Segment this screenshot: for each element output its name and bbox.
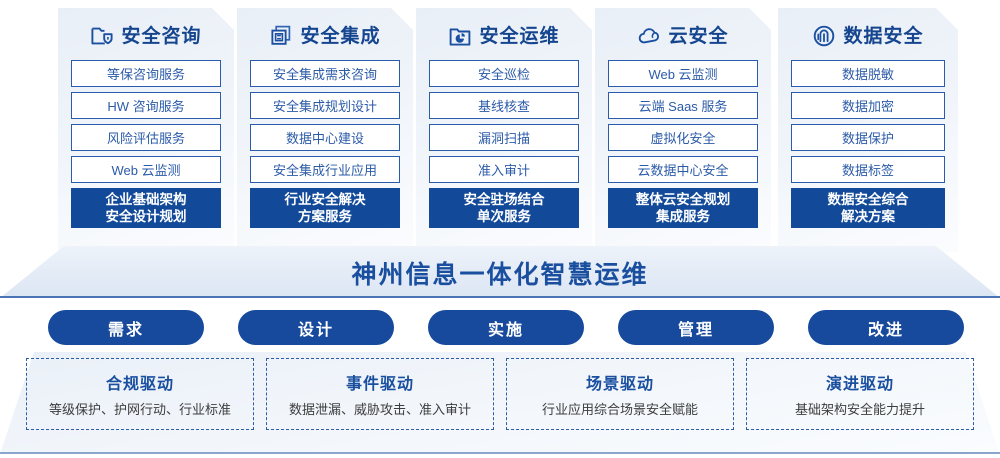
pillar-highlight[interactable]: 安全驻场结合 单次服务 [429,188,579,228]
phase-pill-row: 需求 设计 实施 管理 改进 [0,310,1000,346]
platform-banner [0,246,1000,298]
driver-description: 基础架构安全能力提升 [794,402,925,417]
pillar-highlight-line1: 行业安全解决 [284,192,366,207]
pillar-column-security-operations: 安全运维 安全巡检 基线核查 漏洞扫描 准入审计 安全驻场结合 单次服务 [416,8,592,252]
pillar-item[interactable]: Web 云监测 [608,60,758,87]
driver-row: 合规驱动 等级保护、护网行动、行业标准 事件驱动 数据泄漏、威胁攻击、准入审计 … [0,358,1000,446]
pillar-highlight-line1: 整体云安全规划 [635,192,731,207]
driver-card-evolution[interactable]: 演进驱动 基础架构安全能力提升 [746,358,974,430]
pillar-column-data-security: 数据安全 数据脱敏 数据加密 数据保护 数据标签 数据安全综合 解决方案 [778,8,958,252]
pillar-item[interactable]: 云数据中心安全 [608,156,758,183]
pillar-header: 安全运维 [416,12,592,60]
pillar-highlight-line2: 集成服务 [656,209,710,224]
driver-card-compliance[interactable]: 合规驱动 等级保护、护网行动、行业标准 [26,358,254,430]
driver-base-panel [0,352,1000,454]
pillar-item-list: 安全集成需求咨询 安全集成规划设计 数据中心建设 安全集成行业应用 行业安全解决… [237,60,413,228]
pillar-highlight-line1: 数据安全综合 [827,192,909,207]
pillar-title: 安全咨询 [121,25,202,47]
pillar-item[interactable]: 风险评估服务 [71,124,221,151]
pillar-item-list: 安全巡检 基线核查 漏洞扫描 准入审计 安全驻场结合 单次服务 [416,60,592,228]
pillar-item[interactable]: 安全集成行业应用 [250,156,400,183]
pillar-title: 安全运维 [479,25,560,47]
pillar-item[interactable]: 安全集成规划设计 [250,92,400,119]
pillar-header: 安全集成 [237,12,413,60]
pillar-highlight[interactable]: 行业安全解决 方案服务 [250,188,400,228]
pillar-item-list: 数据脱敏 数据加密 数据保护 数据标签 数据安全综合 解决方案 [778,60,958,228]
pillar-title: 数据安全 [843,25,924,47]
driver-description: 数据泄漏、威胁攻击、准入审计 [288,402,471,417]
pillar-highlight[interactable]: 整体云安全规划 集成服务 [608,188,758,228]
pillar-column-cloud-security: 云安全 Web 云监测 云端 Saas 服务 虚拟化安全 云数据中心安全 整体云… [595,8,771,252]
banner-bottom-rule [0,296,1000,298]
pillar-highlight-line2: 单次服务 [477,209,531,224]
pillar-columns: 安全咨询 等保咨询服务 HW 咨询服务 风险评估服务 Web 云监测 企业基础架… [0,0,1000,250]
pillar-highlight-line1: 安全驻场结合 [463,192,545,207]
driver-card-incident[interactable]: 事件驱动 数据泄漏、威胁攻击、准入审计 [266,358,494,430]
pillar-item[interactable]: 数据加密 [791,92,945,119]
phase-pill-requirement[interactable]: 需求 [48,310,204,345]
driver-title: 演进驱动 [825,376,894,393]
pillar-column-security-integration: 安全集成 安全集成需求咨询 安全集成规划设计 数据中心建设 安全集成行业应用 行… [237,8,413,252]
platform-banner-title: 神州信息一体化智慧运维 [351,261,649,289]
pillar-item[interactable]: 数据保护 [791,124,945,151]
pillar-item-list: Web 云监测 云端 Saas 服务 虚拟化安全 云数据中心安全 整体云安全规划… [595,60,771,228]
pillar-item[interactable]: 虚拟化安全 [608,124,758,151]
pillar-item[interactable]: HW 咨询服务 [71,92,221,119]
pillar-highlight-line1: 企业基础架构 [105,192,187,207]
pillar-column-security-consulting: 安全咨询 等保咨询服务 HW 咨询服务 风险评估服务 Web 云监测 企业基础架… [58,8,234,252]
driver-card-scenario[interactable]: 场景驱动 行业应用综合场景安全赋能 [506,358,734,430]
cloud-icon [637,24,661,48]
pillar-header: 云安全 [595,12,771,60]
fingerprint-icon [812,24,836,48]
folder-chart-icon [448,24,472,48]
pillar-highlight-line2: 安全设计规划 [105,209,187,224]
phase-pill-design[interactable]: 设计 [238,310,394,345]
pillar-item-list: 等保咨询服务 HW 咨询服务 风险评估服务 Web 云监测 企业基础架构 安全设… [58,60,234,228]
pillar-item[interactable]: 安全集成需求咨询 [250,60,400,87]
phase-pill-implementation[interactable]: 实施 [428,310,584,345]
pillar-item[interactable]: 漏洞扫描 [429,124,579,151]
pillar-highlight-line2: 方案服务 [298,209,352,224]
pillar-item[interactable]: 数据脱敏 [791,60,945,87]
pillar-item[interactable]: 基线核查 [429,92,579,119]
pillar-header: 安全咨询 [58,12,234,60]
driver-description: 等级保护、护网行动、行业标准 [48,402,231,417]
driver-title: 场景驱动 [585,376,654,393]
pillar-title: 安全集成 [300,25,381,47]
pillar-header: 数据安全 [778,12,958,60]
pillar-item[interactable]: 云端 Saas 服务 [608,92,758,119]
pillar-item[interactable]: Web 云监测 [71,156,221,183]
phase-pill-improvement[interactable]: 改进 [808,310,964,345]
stacked-documents-icon [269,24,293,48]
pillar-item[interactable]: 安全巡检 [429,60,579,87]
pillar-highlight-line2: 解决方案 [841,209,895,224]
driver-title: 合规驱动 [105,376,174,393]
pillar-title: 云安全 [668,25,729,47]
folder-shield-icon [90,24,114,48]
pillar-item[interactable]: 等保咨询服务 [71,60,221,87]
pillar-item[interactable]: 数据标签 [791,156,945,183]
pillar-highlight[interactable]: 数据安全综合 解决方案 [791,188,945,228]
pillar-item[interactable]: 数据中心建设 [250,124,400,151]
driver-title: 事件驱动 [345,376,414,393]
pillar-item[interactable]: 准入审计 [429,156,579,183]
phase-pill-management[interactable]: 管理 [618,310,774,345]
base-bottom-rule [0,452,1000,454]
pillar-highlight[interactable]: 企业基础架构 安全设计规划 [71,188,221,228]
driver-description: 行业应用综合场景安全赋能 [541,402,698,417]
